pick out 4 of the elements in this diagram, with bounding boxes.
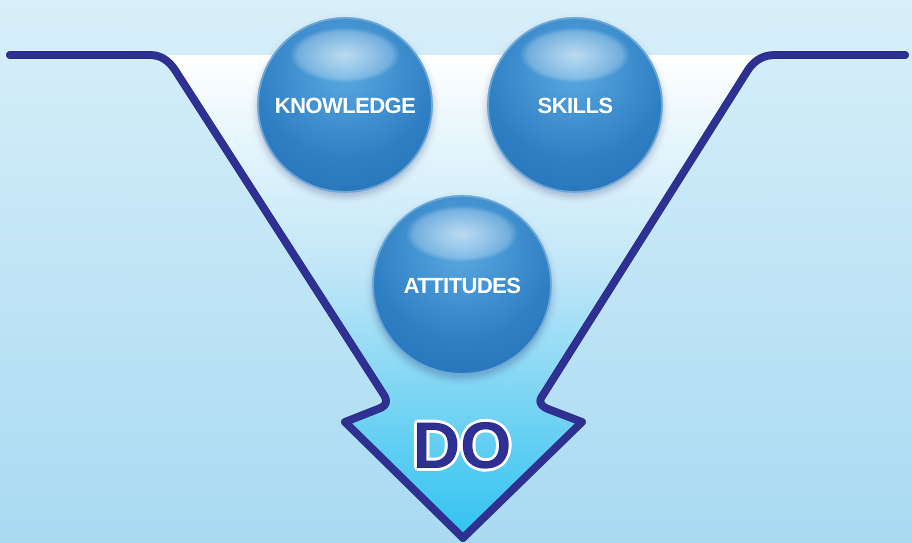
sphere-label: ATTITUDES	[404, 272, 520, 300]
sphere-label: SKILLS	[538, 92, 612, 120]
arrow-label: DO	[412, 412, 512, 478]
sphere-label: KNOWLEDGE	[274, 92, 416, 120]
